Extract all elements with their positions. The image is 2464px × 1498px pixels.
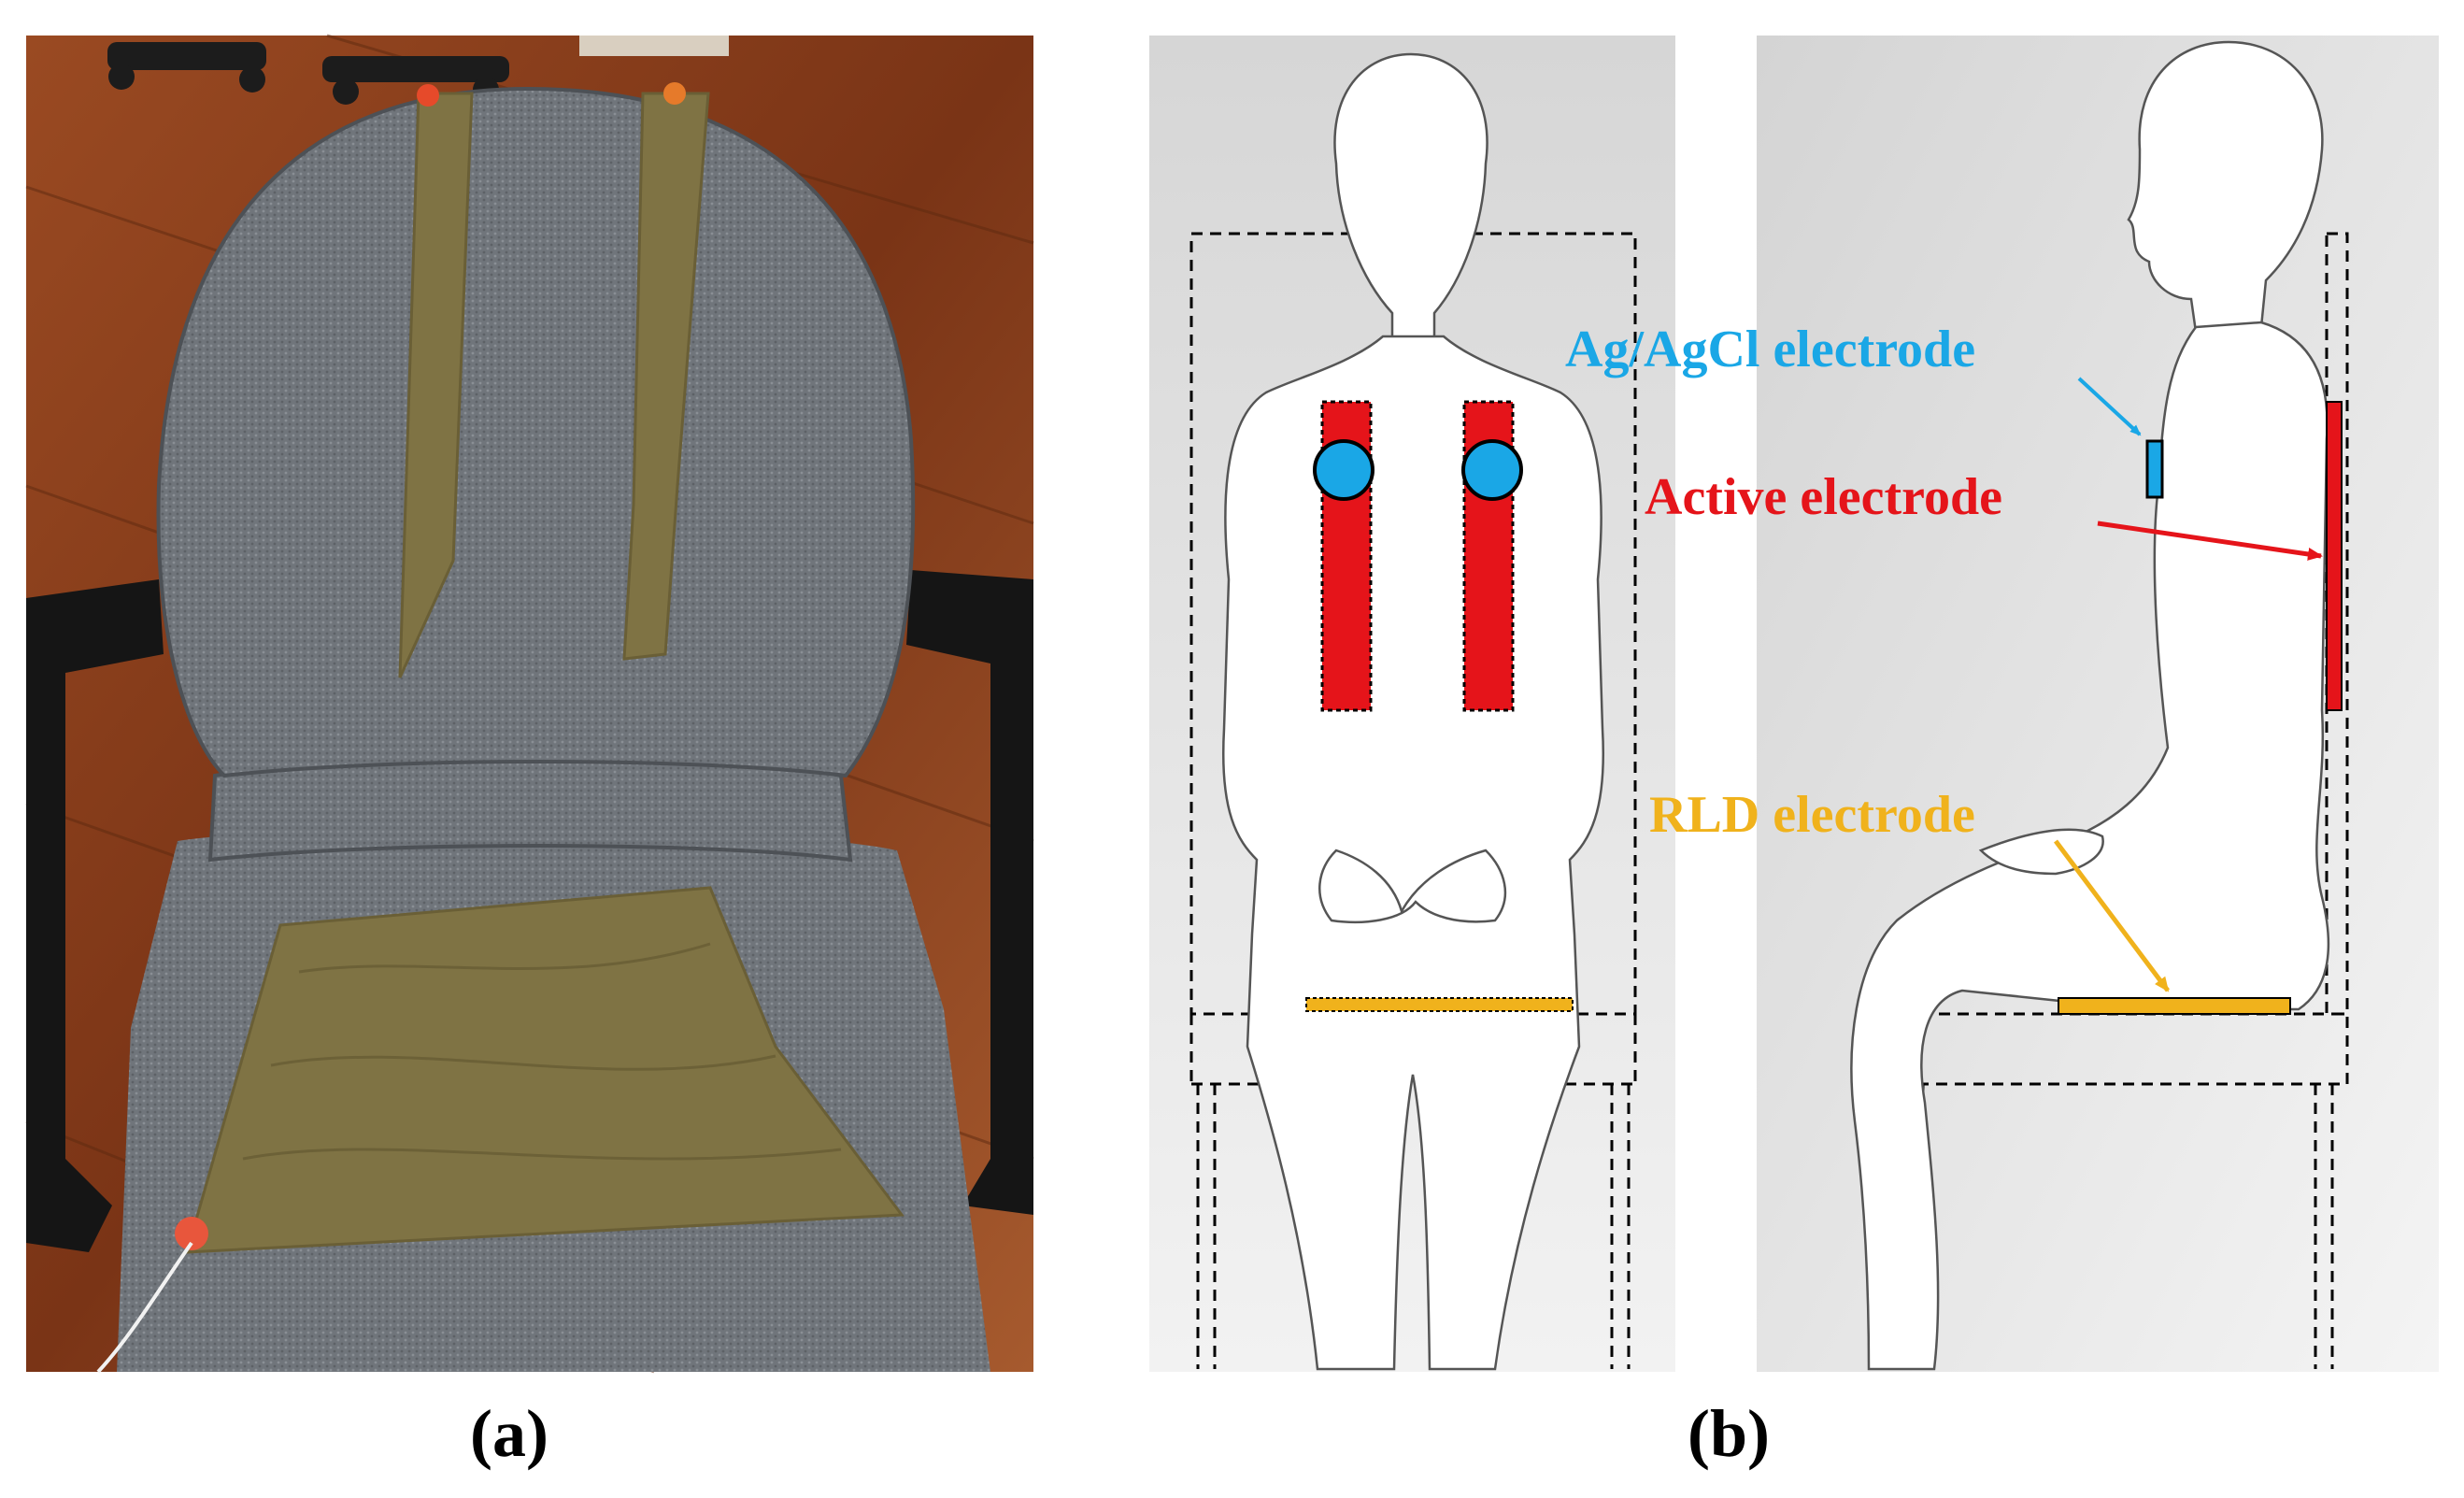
label-agagcl: Ag/AgCl electrode — [1565, 321, 1975, 378]
side-agagcl-electrode — [2145, 439, 2164, 499]
arrow-rld — [2054, 839, 2170, 992]
fabric-strip-left — [398, 92, 474, 678]
snap-connector-right — [663, 82, 686, 105]
annotations: Ag/AgCl electrode Active electrode RLD e… — [1565, 321, 2323, 992]
backrest — [156, 86, 916, 778]
left-armrest — [26, 579, 164, 1252]
fabric-strip-right — [622, 92, 710, 661]
fabric-seat-patch — [184, 886, 904, 1254]
lumbar-roll — [207, 752, 853, 863]
snap-connector-left — [417, 84, 439, 107]
side-active-electrode — [2326, 401, 2343, 711]
caption-b: (b) — [1688, 1396, 1770, 1471]
front-view — [1189, 52, 1637, 1371]
right-armrest — [906, 570, 1033, 1215]
side-rld-electrode — [2058, 997, 2291, 1015]
seat-snap-connector — [175, 1217, 208, 1250]
front-agagcl-electrode-left — [1313, 439, 1374, 501]
arrow-active — [2097, 521, 2323, 561]
label-active: Active electrode — [1645, 468, 2002, 526]
front-rld-electrode — [1305, 997, 1574, 1012]
caption-a: (a) — [470, 1396, 548, 1471]
lead-wire — [96, 1241, 193, 1374]
front-agagcl-electrode-right — [1461, 439, 1523, 501]
panel-a-photo — [25, 34, 1034, 1374]
arrow-agagcl — [2077, 377, 2142, 436]
label-rld: RLD electrode — [1649, 786, 1975, 844]
